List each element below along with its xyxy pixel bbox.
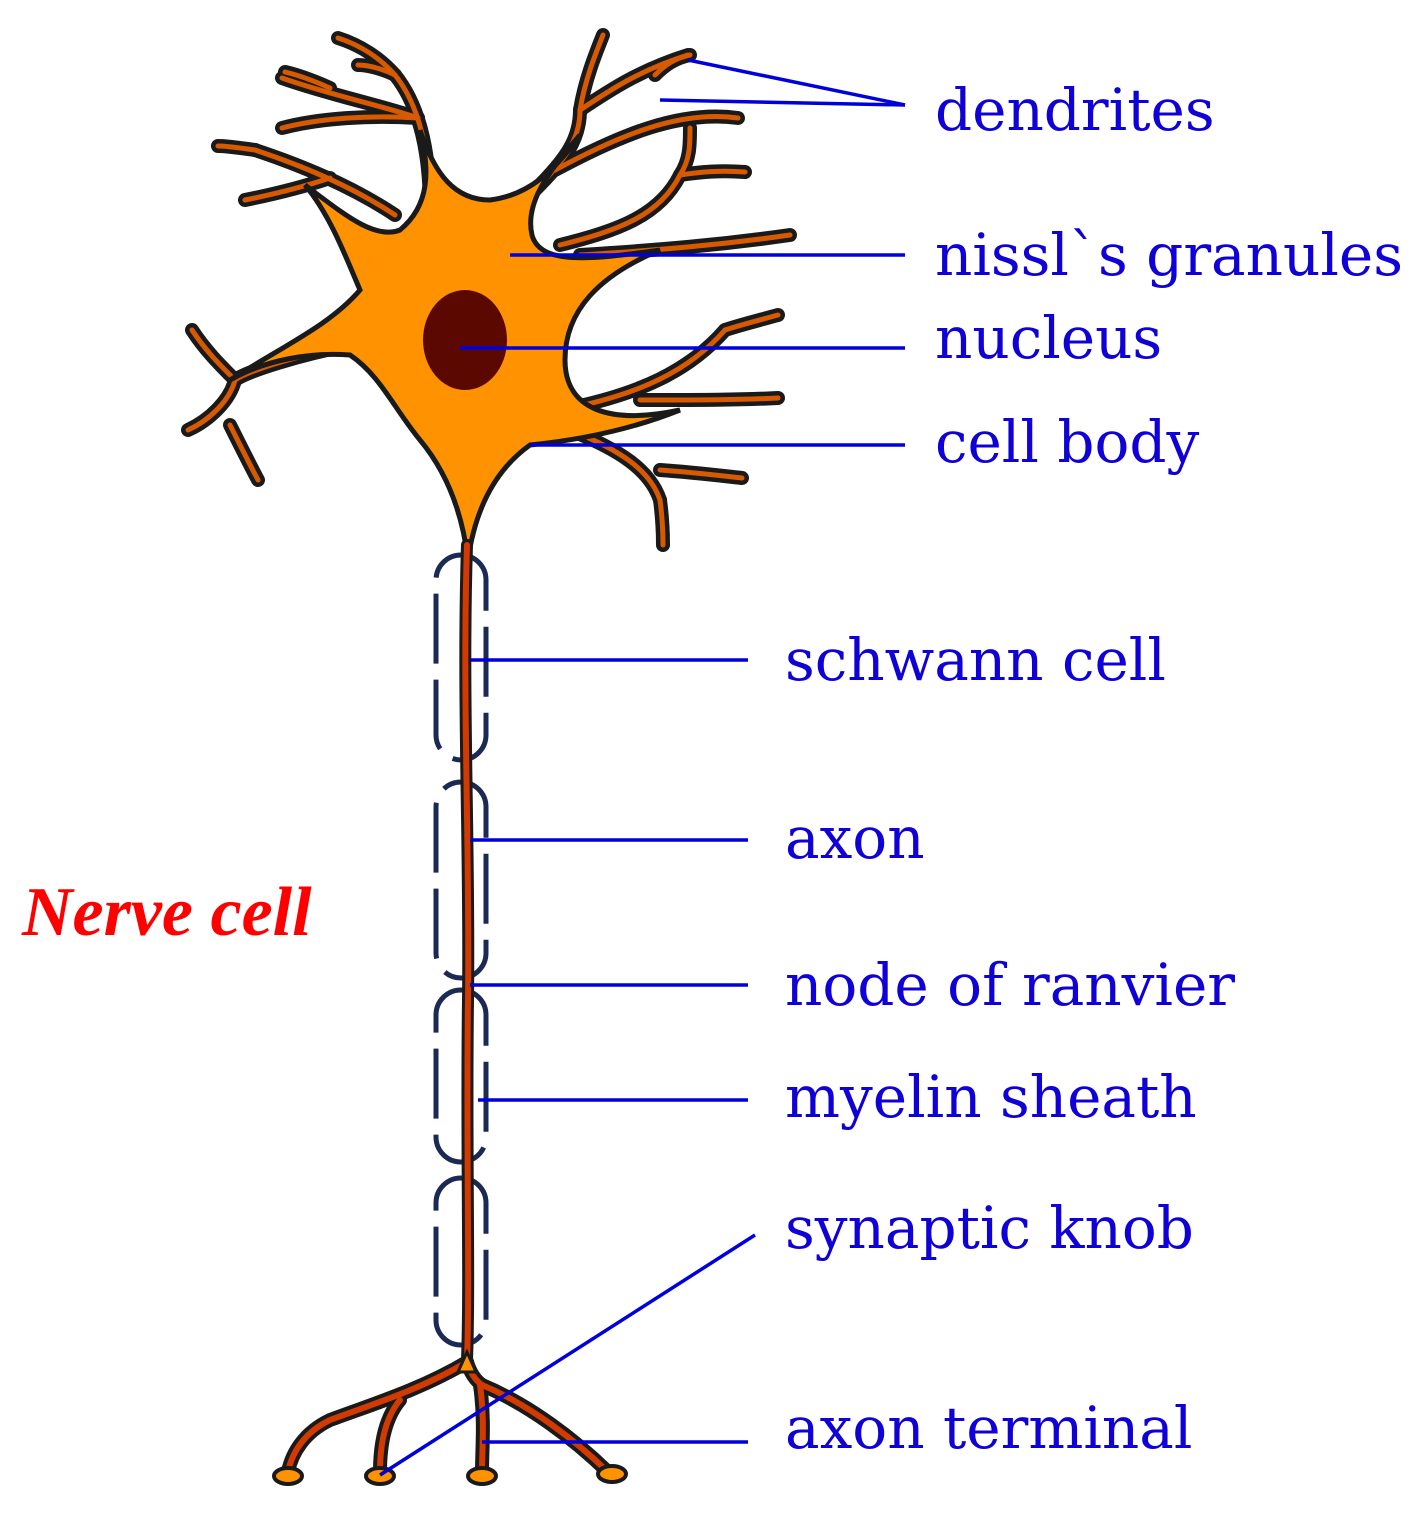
axon-terminal-branches — [272, 1348, 628, 1486]
diagram-title: Nerve cell — [21, 874, 312, 951]
label-synaptic-knob: synaptic knob — [785, 1194, 1194, 1262]
label-axon: axon — [785, 804, 925, 872]
label-node-of-ranvier: node of ranvier — [785, 951, 1235, 1019]
label-dendrites: dendrites — [935, 76, 1215, 144]
dendrite-branches — [181, 28, 797, 552]
label-schwann-cell: schwann cell — [785, 626, 1166, 694]
nucleus-shape — [423, 290, 507, 390]
label-myelin-sheath: myelin sheath — [785, 1063, 1197, 1131]
leader-lines — [379, 58, 906, 1477]
label-cell-body: cell body — [935, 408, 1200, 476]
label-axon-terminal: axon terminal — [785, 1394, 1192, 1462]
label-nucleus: nucleus — [935, 304, 1162, 372]
label-nissls-granules: nissl`s granules — [935, 221, 1403, 289]
axon-shape — [459, 539, 475, 1366]
